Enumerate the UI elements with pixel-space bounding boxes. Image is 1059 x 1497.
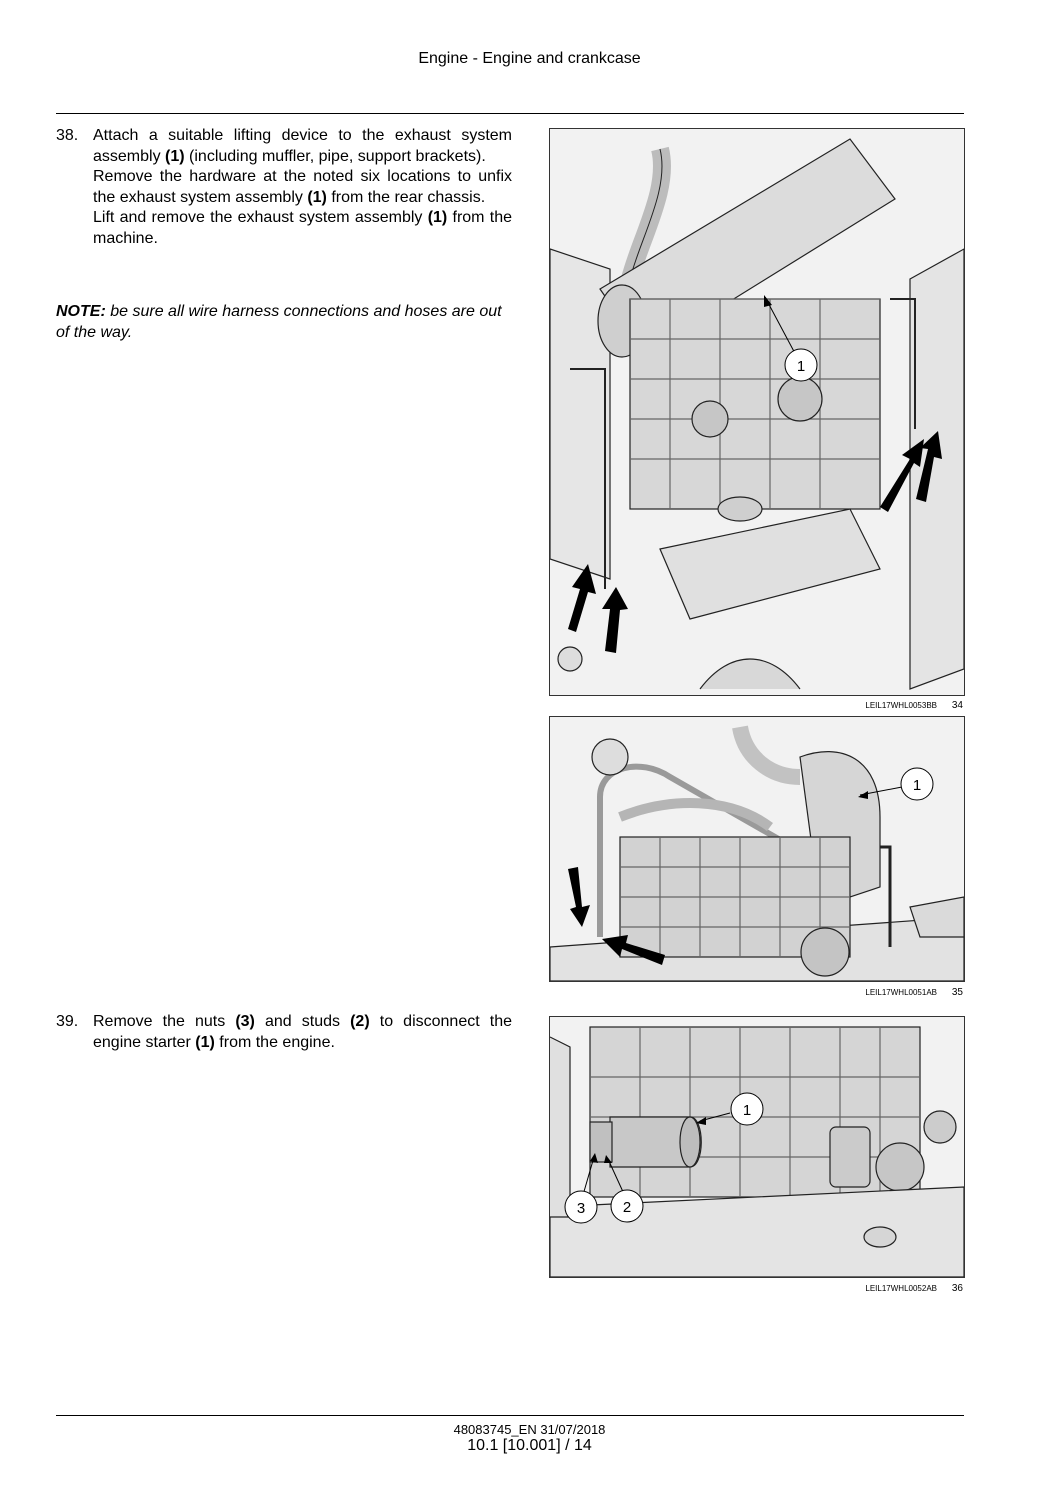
figure-exhaust-side-view: 1 [549, 716, 965, 982]
step-body: Attach a suitable lifting device to the … [93, 126, 512, 249]
step-paragraph: Remove the nuts (3) and studs (2) to dis… [93, 1013, 512, 1051]
callout-1: 1 [797, 358, 805, 375]
note: NOTE: be sure all wire harness connectio… [56, 302, 512, 343]
footer-doc-id: 48083745_EN 31/07/2018 [453, 1422, 606, 1437]
callout-1: 1 [743, 1102, 751, 1119]
step-paragraph: Attach a suitable lifting device to the … [93, 127, 512, 165]
engine-illustration: 1 2 3 [550, 1017, 964, 1277]
step-paragraph: Remove the hardware at the noted six loc… [93, 168, 512, 206]
figure-ref: LEIL17WHL0052AB [865, 1284, 937, 1293]
figure-caption: LEIL17WHL0052AB 36 [549, 1283, 963, 1294]
header-rule [56, 113, 964, 114]
figure-ref: LEIL17WHL0051AB [865, 988, 937, 997]
figure-ref: LEIL17WHL0053BB [865, 701, 937, 710]
step-paragraph: Lift and remove the exhaust system assem… [93, 209, 512, 247]
figure-caption: LEIL17WHL0051AB 35 [549, 987, 963, 998]
note-label: NOTE: [56, 303, 106, 320]
figure-caption: LEIL17WHL0053BB 34 [549, 700, 963, 711]
engine-illustration: 1 [550, 717, 964, 981]
page-header-title: Engine - Engine and crankcase [418, 50, 641, 67]
callout-1: 1 [913, 777, 921, 794]
figure-number: 35 [951, 987, 963, 998]
step-38: 38. Attach a suitable lifting device to … [56, 126, 512, 249]
step-number: 39. [56, 1013, 79, 1030]
footer-rule [56, 1415, 964, 1416]
figure-starter-removal: 1 2 3 [549, 1016, 965, 1278]
figure-number: 36 [951, 1283, 963, 1294]
note-text: be sure all wire harness connections and… [56, 303, 502, 341]
step-body: Remove the nuts (3) and studs (2) to dis… [93, 1012, 512, 1053]
engine-illustration: 1 [550, 129, 964, 695]
callout-2: 2 [623, 1199, 631, 1216]
step-number: 38. [56, 127, 79, 144]
callout-3: 3 [577, 1200, 585, 1217]
step-39: 39. Remove the nuts (3) and studs (2) to… [56, 1012, 512, 1053]
footer-page-number: 10.1 [10.001] / 14 [467, 1437, 592, 1454]
figure-exhaust-removal: 1 [549, 128, 965, 696]
figure-number: 34 [951, 700, 963, 711]
